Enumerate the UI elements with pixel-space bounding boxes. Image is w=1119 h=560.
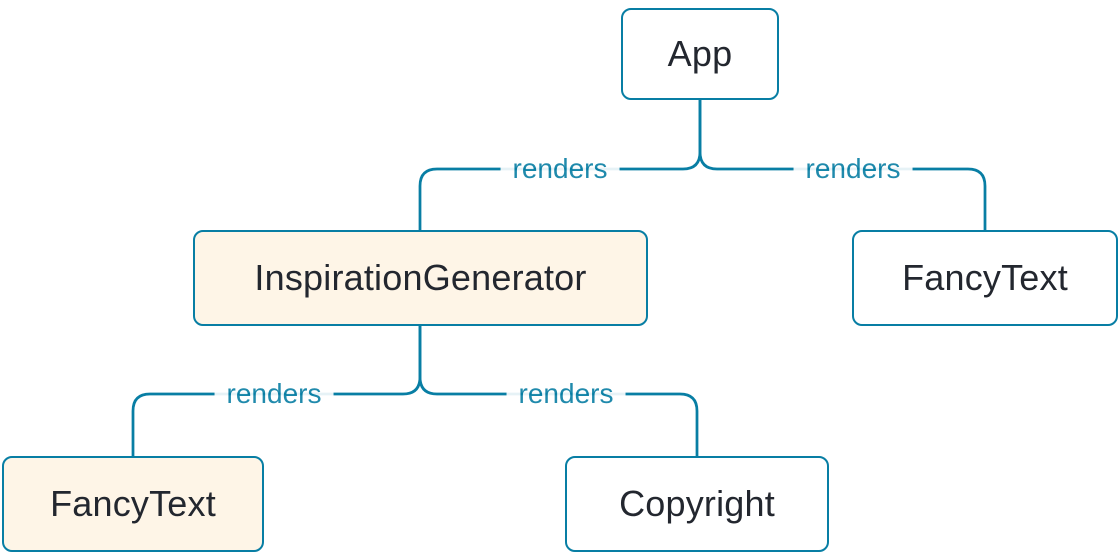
node-fancytext-left: FancyText — [2, 456, 264, 552]
edge-label-renders: renders — [214, 377, 334, 411]
node-app: App — [621, 8, 779, 100]
edge-label-renders: renders — [793, 152, 913, 186]
node-fancytext-right: FancyText — [852, 230, 1118, 326]
node-label: FancyText — [50, 483, 216, 524]
node-label: App — [667, 33, 733, 74]
node-label: InspirationGenerator — [254, 257, 587, 298]
node-label: FancyText — [902, 257, 1068, 298]
node-inspiration-generator: InspirationGenerator — [193, 230, 648, 326]
edge-label-renders: renders — [500, 152, 620, 186]
edge-label-renders: renders — [506, 377, 626, 411]
node-label: Copyright — [619, 483, 775, 524]
node-copyright: Copyright — [565, 456, 829, 552]
